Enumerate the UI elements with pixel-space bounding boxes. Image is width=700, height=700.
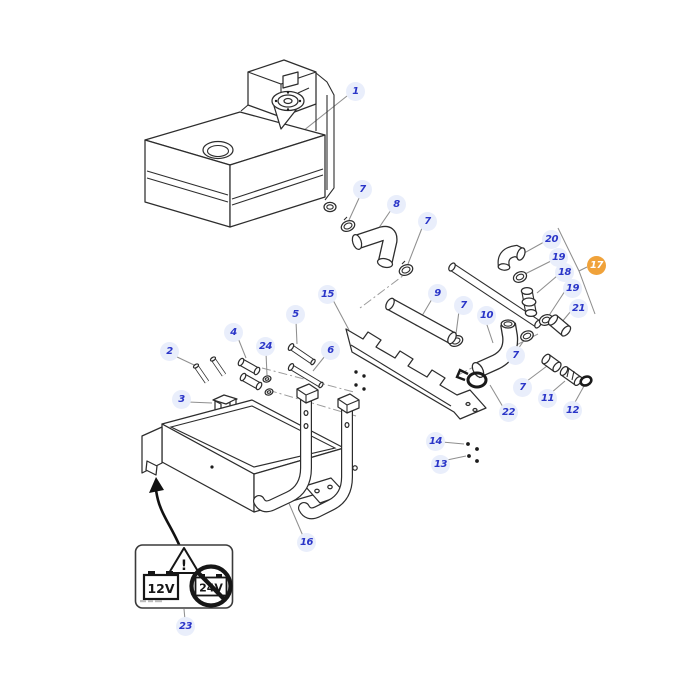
callout-part-5[interactable]: 5 bbox=[286, 305, 305, 324]
callout-part-18[interactable]: 18 bbox=[555, 263, 574, 282]
pipe-assembly-17 bbox=[448, 244, 572, 337]
callout-part-13[interactable]: 13 bbox=[431, 455, 450, 474]
callout-part-3[interactable]: 3 bbox=[172, 390, 191, 409]
warning-decal: ! 12V 24V bbox=[134, 544, 234, 609]
callout-part-4[interactable]: 4 bbox=[224, 323, 243, 342]
callout-part-9[interactable]: 9 bbox=[428, 284, 447, 303]
pins-2 bbox=[192, 356, 227, 384]
connector-group bbox=[541, 353, 593, 387]
callout-part-24[interactable]: 24 bbox=[256, 337, 275, 356]
hose-clip-22 bbox=[455, 368, 488, 389]
spacers-4 bbox=[237, 357, 263, 391]
callout-part-23[interactable]: 23 bbox=[176, 617, 195, 636]
mounting-bracket-16 bbox=[141, 383, 360, 520]
pin-5 bbox=[287, 343, 316, 366]
pin-6 bbox=[287, 362, 324, 389]
support-bracket-15 bbox=[345, 328, 487, 420]
o-ring-12 bbox=[579, 375, 593, 387]
callout-part-14[interactable]: 14 bbox=[426, 432, 445, 451]
callout-part-7e[interactable]: 7 bbox=[513, 378, 532, 397]
callout-part-22[interactable]: 22 bbox=[499, 403, 518, 422]
callout-part-16[interactable]: 16 bbox=[297, 533, 316, 552]
callout-part-19b[interactable]: 19 bbox=[563, 279, 582, 298]
battery-12v-icon: 12V bbox=[142, 571, 180, 601]
callout-part-7b[interactable]: 7 bbox=[418, 212, 437, 231]
ring-19-upper bbox=[512, 271, 528, 283]
allowed-voltage-text: 12V bbox=[147, 581, 174, 596]
strap-right bbox=[298, 393, 360, 520]
decal-position-marker bbox=[145, 460, 158, 476]
callout-part-11[interactable]: 11 bbox=[538, 389, 557, 408]
straight-hose-9 bbox=[385, 297, 457, 345]
filler-cap bbox=[271, 87, 310, 130]
callout-part-2[interactable]: 2 bbox=[160, 342, 179, 361]
callout-part-12[interactable]: 12 bbox=[563, 401, 582, 420]
strap-left bbox=[253, 383, 319, 513]
elbow-20 bbox=[497, 244, 526, 271]
callout-part-21[interactable]: 21 bbox=[569, 299, 588, 318]
exclamation-mark: ! bbox=[181, 558, 187, 574]
no-24v-icon: 24V bbox=[189, 564, 233, 608]
fitting-18 bbox=[520, 286, 538, 318]
callout-part-15[interactable]: 15 bbox=[318, 285, 337, 304]
callout-part-19a[interactable]: 19 bbox=[549, 248, 568, 267]
callout-part-7c[interactable]: 7 bbox=[454, 296, 473, 315]
callout-part-10[interactable]: 10 bbox=[477, 306, 496, 325]
callout-part-8[interactable]: 8 bbox=[387, 195, 406, 214]
group-bracket-17 bbox=[557, 227, 596, 315]
screws-13-14 bbox=[466, 442, 479, 463]
callout-part-7d[interactable]: 7 bbox=[506, 346, 525, 365]
washers-24 bbox=[262, 375, 274, 396]
warning-triangle-icon: ! bbox=[168, 547, 200, 574]
decal-pointer-arrow bbox=[149, 477, 184, 553]
callout-part-6[interactable]: 6 bbox=[321, 341, 340, 360]
callout-part-17-highlighted[interactable]: 17 bbox=[587, 256, 606, 275]
tank-part bbox=[144, 59, 337, 228]
decal-fineprint bbox=[140, 600, 162, 603]
callout-part-7a[interactable]: 7 bbox=[353, 180, 372, 199]
elbow-hose-8 bbox=[351, 225, 398, 269]
sleeve-21 bbox=[547, 314, 572, 337]
callout-part-1[interactable]: 1 bbox=[346, 82, 365, 101]
callout-part-20[interactable]: 20 bbox=[542, 230, 561, 249]
